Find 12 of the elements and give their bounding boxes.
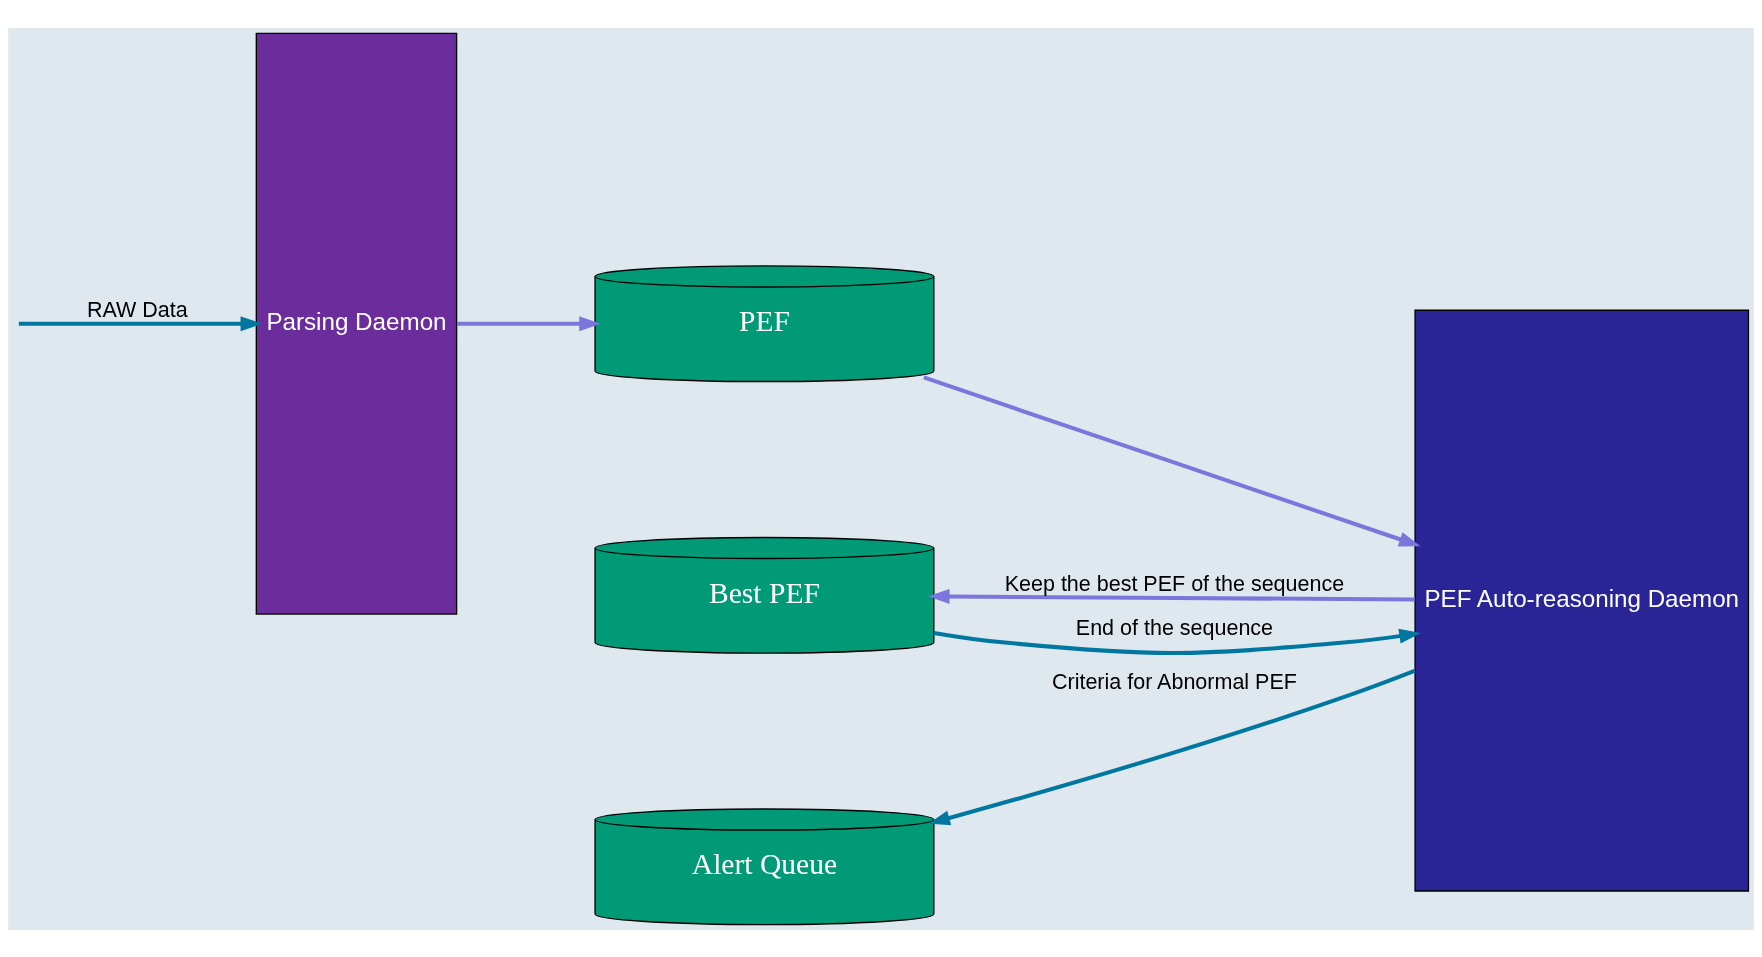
edge-label: RAW Data bbox=[86, 297, 188, 322]
node-box: PEF Auto-reasoning Daemon bbox=[1414, 309, 1750, 892]
node-box: Parsing Daemon bbox=[255, 32, 458, 615]
arrow bbox=[18, 315, 263, 331]
arrow bbox=[933, 628, 1421, 655]
arrow bbox=[456, 315, 601, 331]
arrow bbox=[928, 588, 1415, 604]
edge-label: Keep the best PEF of the sequence bbox=[1004, 571, 1345, 596]
arrow bbox=[928, 668, 1416, 825]
edge-label: End of the sequence bbox=[1075, 615, 1274, 640]
edge-label: Criteria for Abnormal PEF bbox=[1051, 669, 1297, 694]
arrow bbox=[923, 375, 1421, 547]
